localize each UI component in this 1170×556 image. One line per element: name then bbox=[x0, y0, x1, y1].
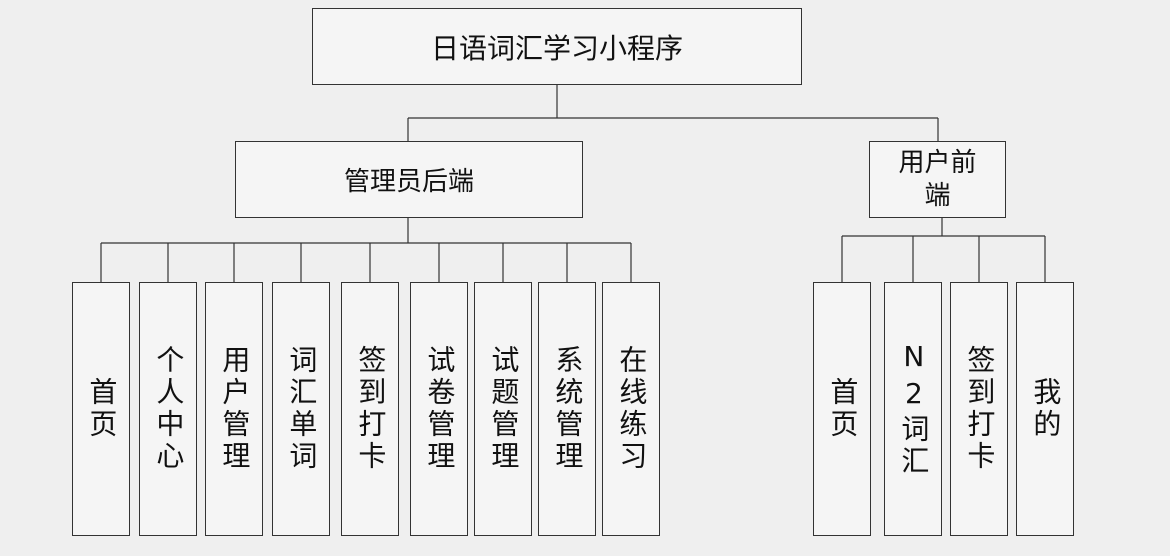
user-leaf-checkin: 签到打卡 bbox=[950, 282, 1008, 536]
admin-leaf-profile: 个人中心 bbox=[139, 282, 197, 536]
user-leaf-n2-vocabulary: N2词汇 bbox=[884, 282, 942, 536]
leaf-label: 我的 bbox=[1029, 377, 1063, 441]
leaf-label: 签到打卡 bbox=[963, 345, 997, 473]
user-label: 用户前端 bbox=[898, 148, 977, 211]
admin-leaf-user-management: 用户管理 bbox=[205, 282, 263, 536]
admin-leaf-home: 首页 bbox=[72, 282, 130, 536]
leaf-label: 试题管理 bbox=[487, 345, 521, 473]
admin-label: 管理员后端 bbox=[343, 167, 474, 197]
admin-leaf-system-management: 系统管理 bbox=[538, 282, 596, 536]
admin-leaf-online-practice: 在线练习 bbox=[602, 282, 660, 536]
root-label: 日语词汇学习小程序 bbox=[430, 31, 683, 65]
leaf-label: 试卷管理 bbox=[423, 345, 457, 473]
user-leaf-home: 首页 bbox=[813, 282, 871, 536]
admin-leaf-checkin: 签到打卡 bbox=[341, 282, 399, 536]
leaf-label: 词汇单词 bbox=[285, 345, 319, 473]
leaf-label: 系统管理 bbox=[551, 345, 585, 473]
admin-leaf-vocabulary: 词汇单词 bbox=[272, 282, 330, 536]
leaf-label: 在线练习 bbox=[615, 345, 649, 473]
leaf-label: 签到打卡 bbox=[354, 345, 388, 473]
admin-leaf-paper-management: 试卷管理 bbox=[410, 282, 468, 536]
leaf-label: 首页 bbox=[826, 377, 860, 441]
root-node: 日语词汇学习小程序 bbox=[312, 8, 802, 85]
leaf-label: 个人中心 bbox=[152, 345, 186, 473]
user-frontend-node: 用户前端 bbox=[869, 141, 1006, 218]
leaf-label: 首页 bbox=[85, 377, 119, 441]
leaf-label: 用户管理 bbox=[218, 345, 252, 473]
admin-leaf-question-management: 试题管理 bbox=[474, 282, 532, 536]
user-leaf-mine: 我的 bbox=[1016, 282, 1074, 536]
admin-backend-node: 管理员后端 bbox=[235, 141, 583, 218]
leaf-label: N2词汇 bbox=[897, 340, 931, 478]
